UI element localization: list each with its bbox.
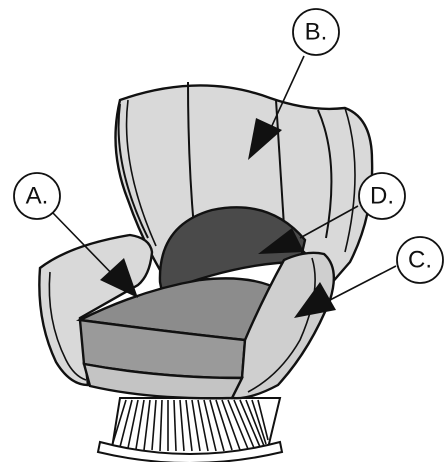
callout-label-a: A. <box>26 183 49 210</box>
swivel-base <box>98 398 282 462</box>
callout-label-b: B. <box>305 19 328 46</box>
callout-c: C. <box>397 237 443 283</box>
callout-a: A. <box>14 173 60 219</box>
callout-label-c: C. <box>408 247 432 274</box>
callout-d: D. <box>359 173 405 219</box>
callout-b: B. <box>293 9 339 55</box>
callout-label-d: D. <box>370 183 394 210</box>
